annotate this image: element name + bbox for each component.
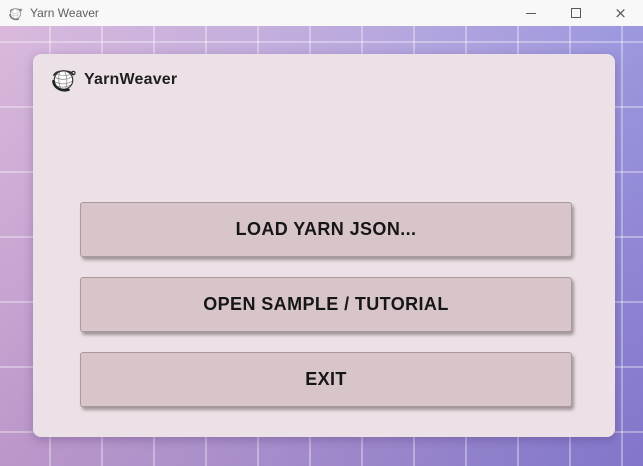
yarn-ball-icon [50, 66, 77, 93]
minimize-button[interactable] [508, 0, 553, 26]
main-panel: YarnWeaver LOAD YARN JSON... OPEN SAMPLE… [33, 54, 615, 437]
app-title: YarnWeaver [84, 70, 178, 88]
maximize-icon [570, 8, 581, 18]
minimize-icon [525, 12, 536, 14]
window-title: Yarn Weaver [30, 6, 99, 20]
close-button[interactable]: × [598, 0, 643, 26]
load-yarn-json-button[interactable]: LOAD YARN JSON... [80, 202, 572, 257]
window-controls: × [508, 0, 643, 26]
yarn-ball-icon [8, 6, 23, 21]
main-menu: LOAD YARN JSON... OPEN SAMPLE / TUTORIAL… [80, 202, 572, 407]
window-titlebar[interactable]: Yarn Weaver × [0, 0, 643, 26]
maximize-button[interactable] [553, 0, 598, 26]
open-sample-tutorial-button[interactable]: OPEN SAMPLE / TUTORIAL [80, 277, 572, 332]
close-icon: × [614, 3, 627, 22]
app-background: YarnWeaver LOAD YARN JSON... OPEN SAMPLE… [0, 26, 643, 466]
panel-header: YarnWeaver [50, 66, 177, 93]
exit-button[interactable]: EXIT [80, 352, 572, 407]
